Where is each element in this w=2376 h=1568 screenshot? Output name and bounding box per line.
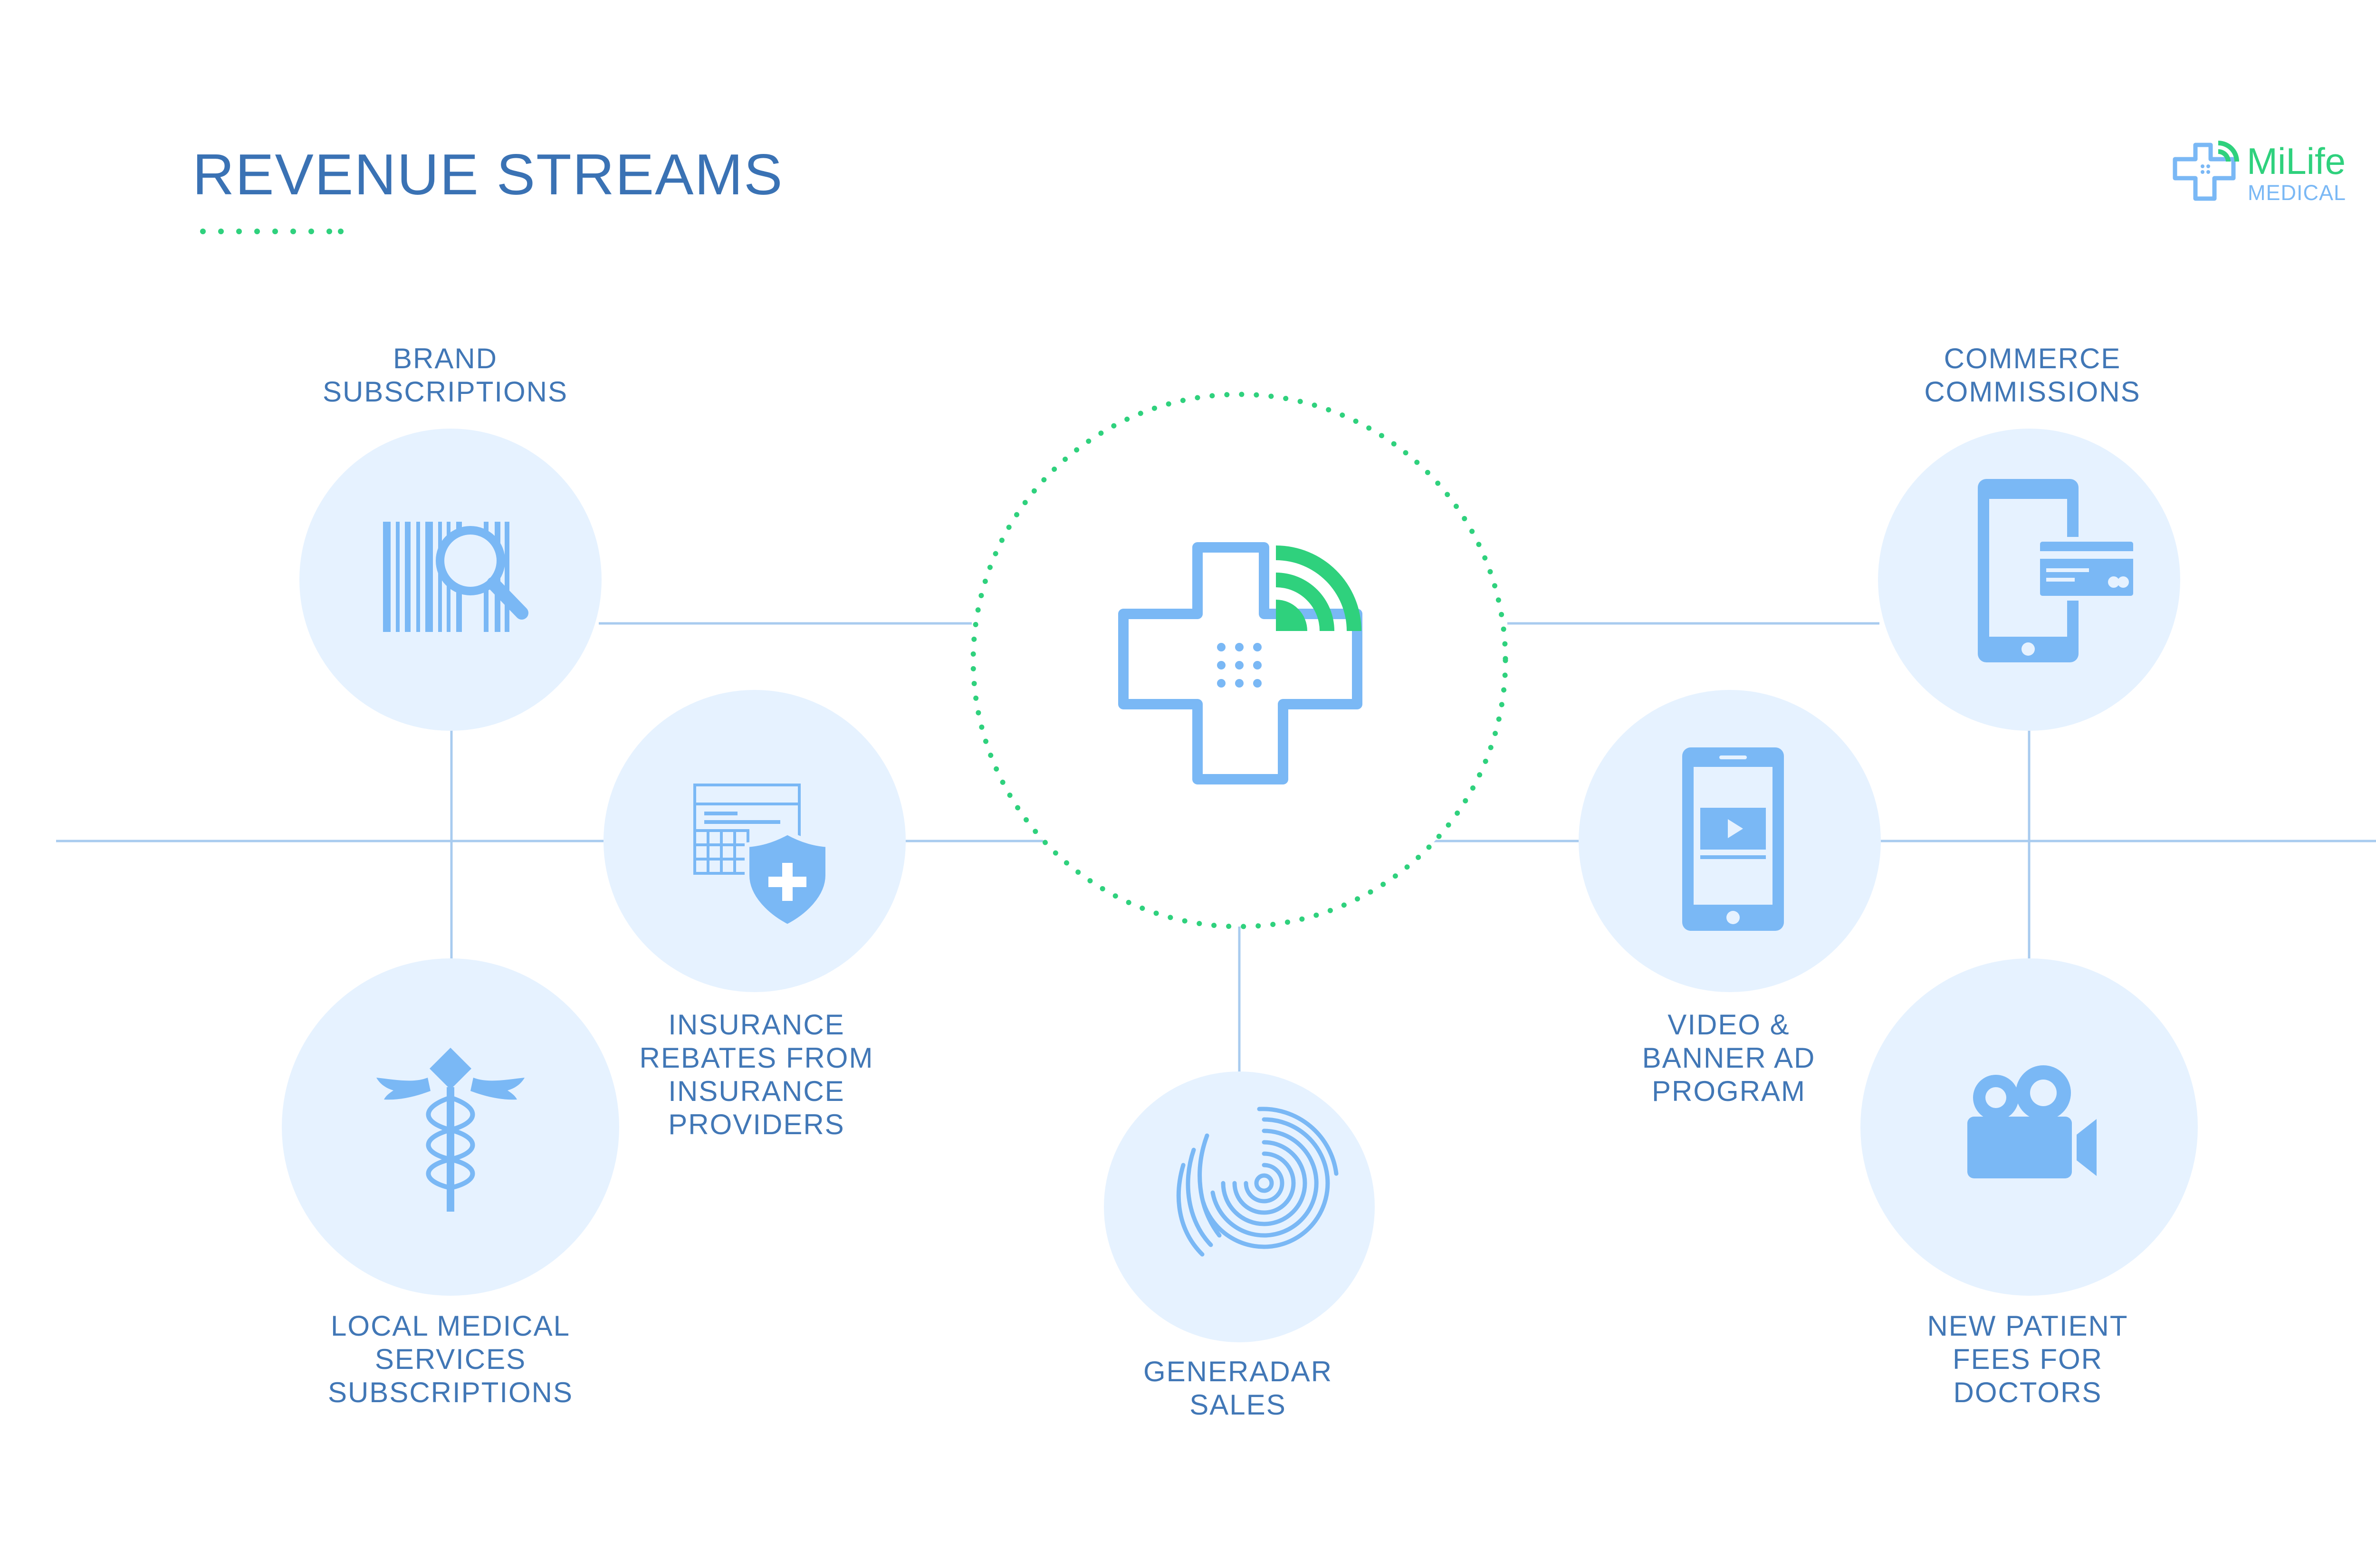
- node-label-line: VIDEO &: [1667, 1009, 1790, 1041]
- caduceus-icon: [376, 1048, 525, 1212]
- barcode-search-icon: [383, 522, 528, 632]
- node-label-insurance: INSURANCE REBATES FROM INSURANCE PROVIDE…: [590, 1008, 923, 1141]
- node-label-line: COMMISSIONS: [1924, 376, 2141, 408]
- title-underline-dots: [200, 229, 344, 234]
- node-label-generadar: GENERADAR SALES: [1072, 1355, 1404, 1422]
- logo-subtitle: MEDICAL: [2248, 181, 2347, 205]
- node-label-line: SUBSCRIPTIONS: [322, 376, 568, 408]
- node-label-line: DOCTORS: [1953, 1377, 2102, 1408]
- node-label-line: NEW PATIENT: [1927, 1310, 2128, 1342]
- node-label-line: COMMERCE: [1944, 343, 2121, 374]
- node-label-line: LOCAL MEDICAL: [331, 1310, 570, 1342]
- node-label-commerce: COMMERCE COMMISSIONS: [1866, 342, 2199, 409]
- node-label-line: PROGRAM: [1651, 1075, 1806, 1107]
- node-label-line: INSURANCE: [668, 1009, 845, 1041]
- node-label-brand: BRAND SUBSCRIPTIONS: [279, 342, 612, 409]
- node-label-line: REBATES FROM: [639, 1042, 874, 1074]
- node-label-line: SERVICES: [374, 1343, 527, 1375]
- node-label-line: PROVIDERS: [668, 1109, 845, 1140]
- node-label-line: INSURANCE: [668, 1075, 845, 1107]
- node-insurance: [604, 690, 906, 992]
- logo-cross-icon: [2173, 141, 2239, 201]
- node-label-line: BANNER AD: [1642, 1042, 1816, 1074]
- node-generadar-circle: [1104, 1071, 1375, 1342]
- insurance-shield-icon: [693, 784, 830, 929]
- fingerprint-icon: [1176, 1107, 1339, 1257]
- node-label-local: LOCAL MEDICAL SERVICES SUBSCRIPTIONS: [284, 1310, 617, 1409]
- node-label-video: VIDEO & BANNER AD PROGRAM: [1562, 1008, 1895, 1108]
- node-label-line: SALES: [1189, 1389, 1286, 1421]
- node-label-line: GENERADAR: [1143, 1356, 1333, 1387]
- node-label-line: SUBSCRIPTIONS: [327, 1377, 574, 1408]
- node-generadar: [1104, 1071, 1375, 1342]
- center-dotted-ring: [970, 392, 1508, 929]
- logo-wordmark: MiLife: [2247, 140, 2346, 182]
- phone-video-icon: [1682, 747, 1784, 931]
- node-label-line: BRAND: [393, 343, 498, 374]
- page-title: REVENUE STREAMS: [192, 142, 784, 207]
- phone-card-icon: [1978, 479, 2138, 662]
- node-label-line: FEES FOR: [1952, 1343, 2103, 1375]
- node-commerce: [1878, 429, 2180, 731]
- node-video: [1579, 690, 1881, 992]
- video-camera-icon: [1967, 1065, 2097, 1178]
- node-label-newpatient: NEW PATIENT FEES FOR DOCTORS: [1861, 1310, 2194, 1409]
- node-newpatient: [1860, 958, 2198, 1296]
- node-local: [282, 958, 619, 1296]
- node-brand: [299, 429, 602, 731]
- medical-cross-wifi-icon: [1118, 542, 1362, 784]
